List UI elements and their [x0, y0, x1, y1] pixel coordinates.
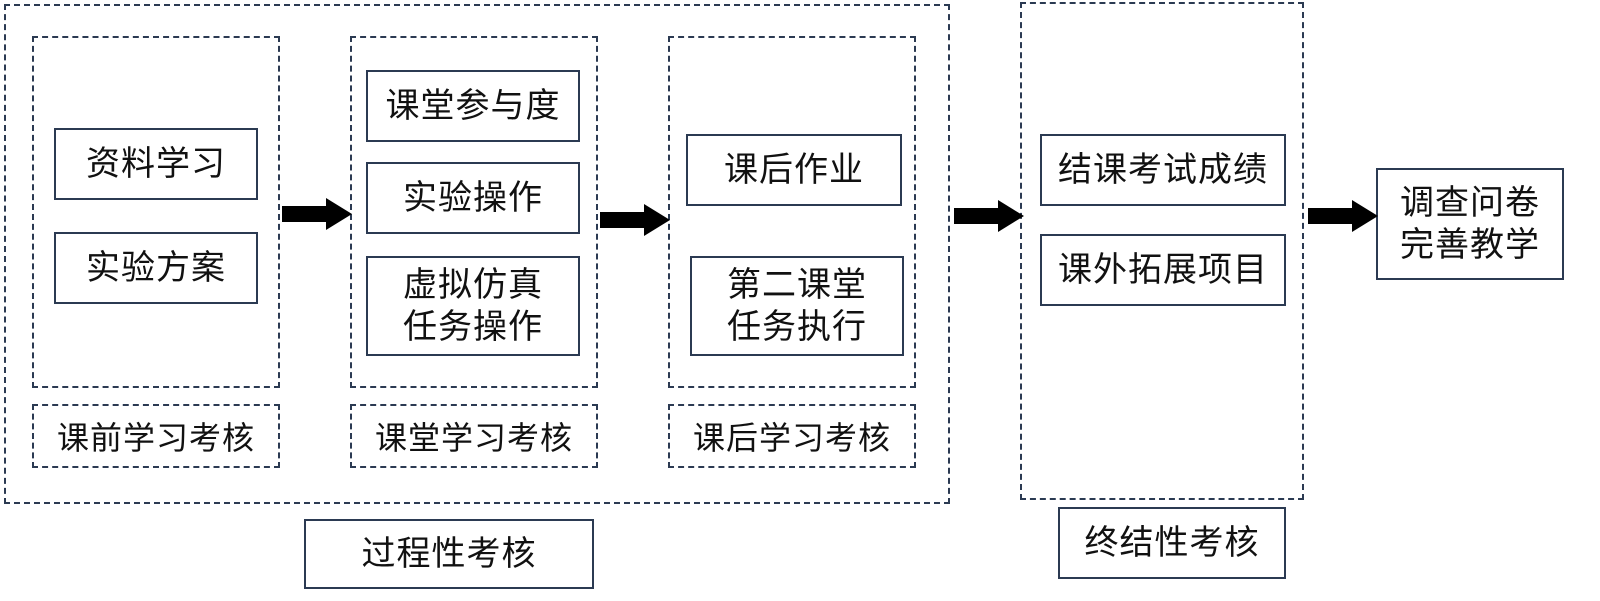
final-item-exam-score: 结课考试成绩: [1040, 134, 1286, 206]
arrow-process-to-final: [954, 200, 1024, 232]
after-class-item-homework-label: 课后作业: [724, 149, 864, 190]
after-class-item-second-classroom: 第二课堂 任务执行: [690, 256, 904, 356]
pre-class-item-experiment-plan: 实验方案: [54, 232, 258, 304]
process-assessment-title: 过程性考核: [304, 519, 594, 589]
pre-class-item-experiment-plan-label: 实验方案: [86, 247, 226, 288]
in-class-stage-footer: 课堂学习考核: [350, 404, 598, 468]
pre-class-item-materials-label: 资料学习: [86, 143, 226, 184]
survey-box-label: 调查问卷 完善教学: [1400, 182, 1540, 266]
final-item-extension-project-label: 课外拓展项目: [1058, 249, 1268, 290]
survey-box: 调查问卷 完善教学: [1376, 168, 1564, 280]
process-assessment-title-label: 过程性考核: [361, 533, 537, 574]
in-class-item-virtual-simulation-label: 虚拟仿真 任务操作: [403, 264, 543, 348]
final-assessment-title: 终结性考核: [1058, 507, 1286, 579]
in-class-item-participation-label: 课堂参与度: [385, 85, 561, 126]
pre-class-stage-footer: 课前学习考核: [32, 404, 280, 468]
in-class-item-experiment-operation-label: 实验操作: [403, 177, 543, 218]
after-class-item-homework: 课后作业: [686, 134, 902, 206]
in-class-item-virtual-simulation: 虚拟仿真 任务操作: [366, 256, 580, 356]
arrow-final-to-survey: [1308, 200, 1378, 232]
process-assessment-group: [4, 4, 950, 504]
after-class-stage-footer: 课后学习考核: [668, 404, 916, 468]
final-item-extension-project: 课外拓展项目: [1040, 234, 1286, 306]
pre-class-item-materials: 资料学习: [54, 128, 258, 200]
final-assessment-group: [1020, 2, 1304, 500]
in-class-item-experiment-operation: 实验操作: [366, 162, 580, 234]
final-item-exam-score-label: 结课考试成绩: [1058, 149, 1268, 190]
after-class-stage-footer-label: 课后学习考核: [692, 419, 891, 457]
pre-class-stage-footer-label: 课前学习考核: [56, 419, 255, 457]
final-assessment-title-label: 终结性考核: [1084, 522, 1260, 563]
pre-class-stage-panel: [32, 36, 280, 388]
in-class-item-participation: 课堂参与度: [366, 70, 580, 142]
after-class-item-second-classroom-label: 第二课堂 任务执行: [727, 264, 867, 348]
in-class-stage-footer-label: 课堂学习考核: [374, 419, 573, 457]
